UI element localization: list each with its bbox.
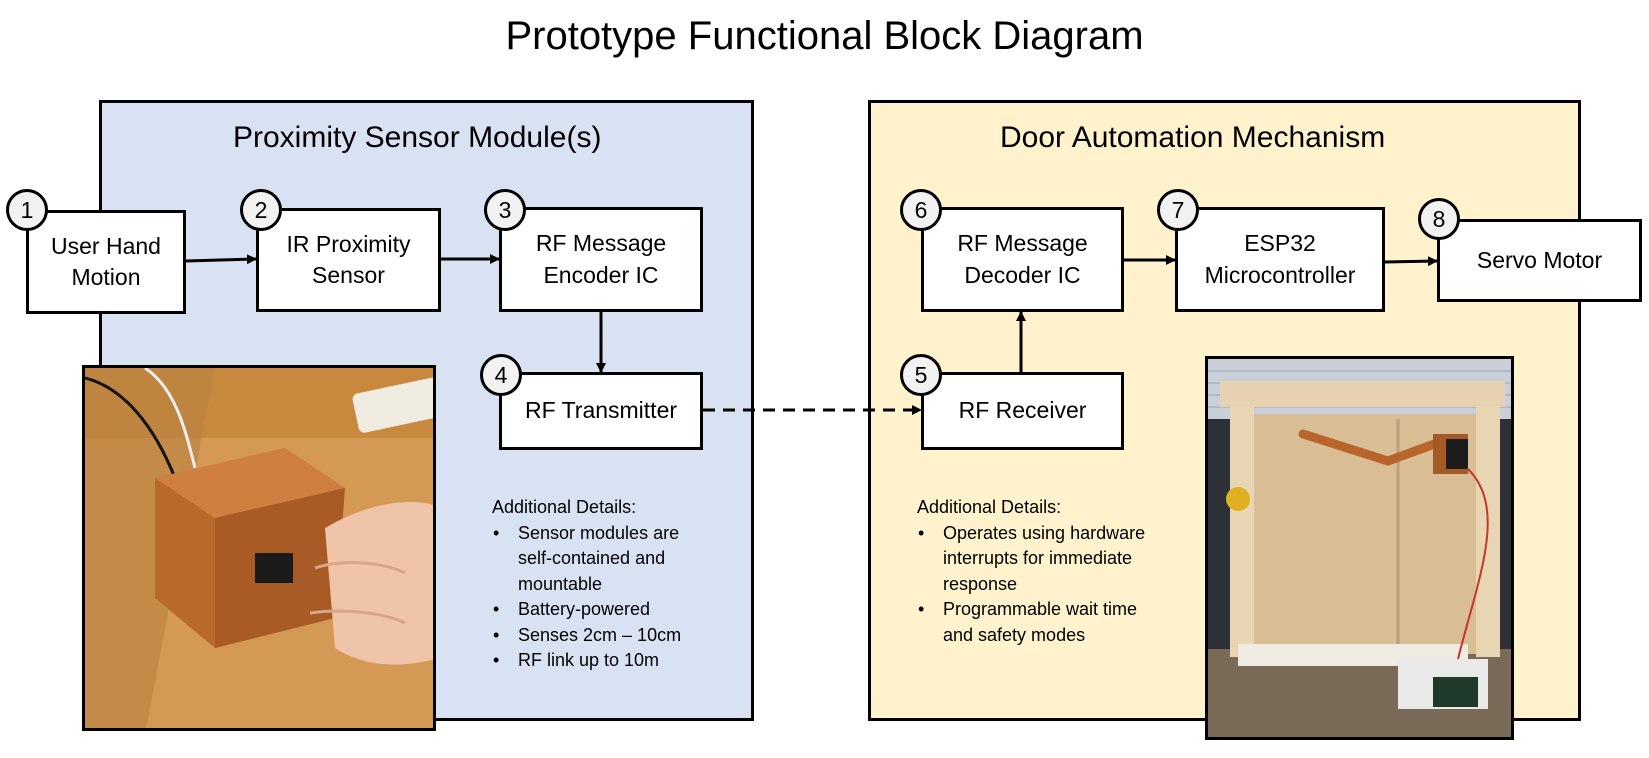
block-label: User Hand xyxy=(51,232,161,259)
step-badge-6: 6 xyxy=(900,189,942,231)
details-item: Programmable wait time and safety modes xyxy=(918,597,1172,648)
block-servo-motor: Servo Motor xyxy=(1437,219,1642,302)
block-label: RF Transmitter xyxy=(524,397,678,424)
door-mechanism-details: Additional Details: Operates using hardw… xyxy=(917,495,1172,648)
block-label: Decoder IC xyxy=(964,261,1081,288)
block-rf-transmitter: RF Transmitter xyxy=(499,372,703,450)
details-heading: Additional Details: xyxy=(917,497,1062,517)
step-badge-2: 2 xyxy=(240,189,282,231)
sensor-module-details: Additional Details: Sensor modules are s… xyxy=(492,495,707,674)
details-item: Senses 2cm – 10cm xyxy=(493,623,707,649)
block-rf-receiver: RF Receiver xyxy=(921,372,1124,450)
step-badge-4: 4 xyxy=(480,354,522,396)
step-badge-5: 5 xyxy=(900,354,942,396)
details-item: Battery-powered xyxy=(493,597,707,623)
door-automation-panel-title: Door Automation Mechanism xyxy=(1000,121,1386,154)
details-item: RF link up to 10m xyxy=(493,648,707,674)
diagram-title: Prototype Functional Block Diagram xyxy=(505,14,1144,58)
step-badge-8: 8 xyxy=(1418,198,1460,240)
block-label: IR Proximity xyxy=(286,230,411,257)
block-label: Microcontroller xyxy=(1204,261,1356,288)
block-label: RF Message xyxy=(957,230,1088,257)
block-label: Motion xyxy=(71,264,141,290)
proximity-sensor-panel-title: Proximity Sensor Module(s) xyxy=(233,121,602,154)
block-label: RF Receiver xyxy=(958,397,1087,424)
block-label: Servo Motor xyxy=(1476,246,1603,273)
block-label: RF Message xyxy=(535,230,667,257)
step-badge-1: 1 xyxy=(6,189,48,231)
sensor-module-photo xyxy=(82,365,436,731)
step-badge-7: 7 xyxy=(1157,189,1199,231)
details-item: Operates using hardware interrupts for i… xyxy=(918,521,1172,598)
details-heading: Additional Details: xyxy=(492,497,637,517)
block-label: Encoder IC xyxy=(543,261,659,288)
details-item: Sensor modules are self-contained and mo… xyxy=(493,521,707,598)
step-badge-3: 3 xyxy=(484,189,526,231)
block-label: Sensor xyxy=(312,262,385,288)
block-label: ESP32 xyxy=(1244,230,1316,257)
door-mechanism-photo xyxy=(1205,356,1514,740)
